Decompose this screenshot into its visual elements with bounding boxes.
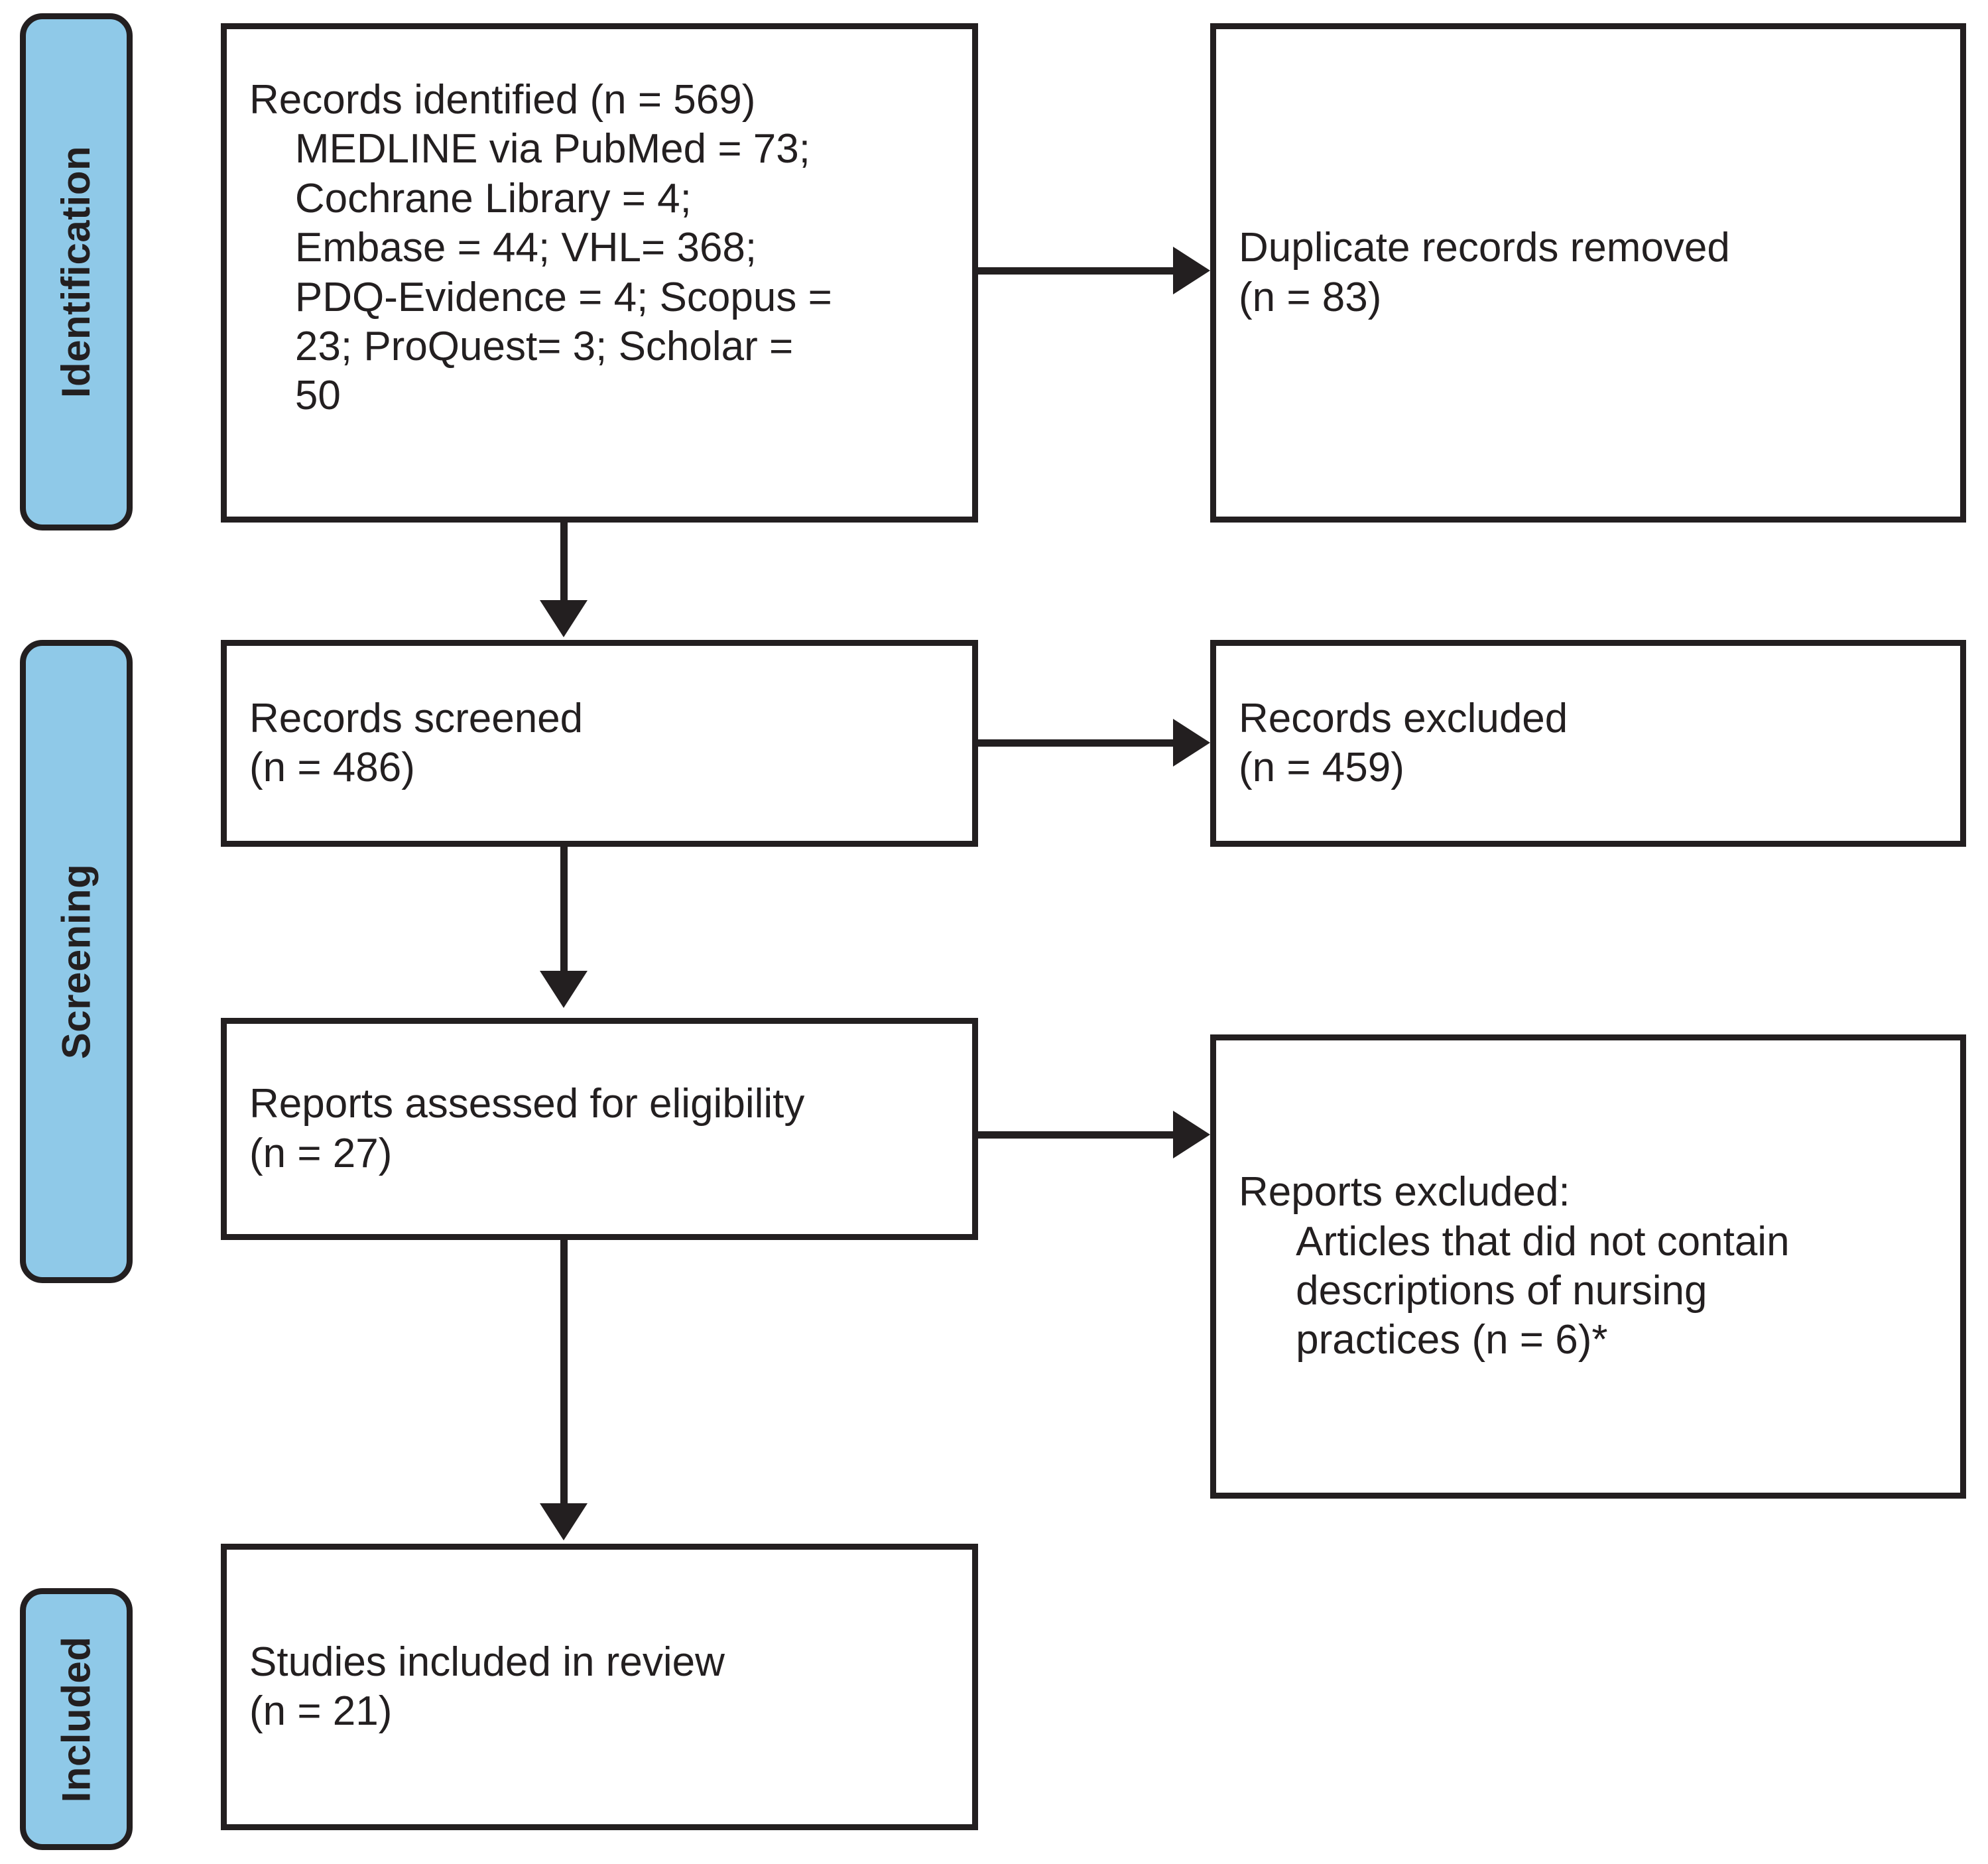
phase-label-screening: Screening bbox=[54, 863, 99, 1060]
arrowhead-identified-to-screened bbox=[540, 600, 588, 637]
connector-identified-to-screened bbox=[560, 523, 568, 602]
arrowhead-screened-to-assessed bbox=[540, 971, 588, 1008]
connector-screened-to-excluded bbox=[978, 739, 1173, 747]
phase-tab-screening: Screening bbox=[20, 640, 133, 1283]
reports-assessed-text: Reports assessed for eligibility (n = 27… bbox=[249, 1081, 805, 1176]
records-screened-text: Records screened (n = 486) bbox=[249, 695, 584, 790]
phase-label-identification: Identification bbox=[54, 145, 98, 399]
box-reports-excluded: Reports excluded: Articles that did not … bbox=[1210, 1034, 1966, 1499]
phase-tab-identification: Identification bbox=[20, 13, 133, 530]
connector-identified-to-duplicates bbox=[978, 267, 1173, 275]
phase-label-included: Included bbox=[54, 1636, 98, 1802]
reports-excluded-text: Reports excluded: Articles that did not … bbox=[1239, 1169, 1790, 1363]
connector-assessed-to-included bbox=[560, 1240, 568, 1505]
arrowhead-screened-to-excluded bbox=[1173, 719, 1210, 767]
box-records-identified: Records identified (n = 569) MEDLINE via… bbox=[221, 23, 978, 523]
arrowhead-identified-to-duplicates bbox=[1173, 247, 1210, 294]
phase-tab-included: Included bbox=[20, 1588, 133, 1850]
box-studies-included: Studies included in review (n = 21) bbox=[221, 1544, 978, 1830]
box-reports-assessed: Reports assessed for eligibility (n = 27… bbox=[221, 1018, 978, 1240]
connector-screened-to-assessed bbox=[560, 847, 568, 973]
duplicate-records-removed-text: Duplicate records removed (n = 83) bbox=[1239, 225, 1730, 320]
box-records-screened: Records screened (n = 486) bbox=[221, 640, 978, 847]
records-excluded-text: Records excluded (n = 459) bbox=[1239, 695, 1568, 790]
records-identified-text: Records identified (n = 569) MEDLINE via… bbox=[249, 77, 832, 419]
box-duplicate-records-removed: Duplicate records removed (n = 83) bbox=[1210, 23, 1966, 523]
studies-included-text: Studies included in review (n = 21) bbox=[249, 1639, 725, 1734]
box-records-excluded: Records excluded (n = 459) bbox=[1210, 640, 1966, 847]
arrowhead-assessed-to-reports-excluded bbox=[1173, 1111, 1210, 1158]
arrowhead-assessed-to-included bbox=[540, 1503, 588, 1540]
connector-assessed-to-reports-excluded bbox=[978, 1131, 1173, 1139]
